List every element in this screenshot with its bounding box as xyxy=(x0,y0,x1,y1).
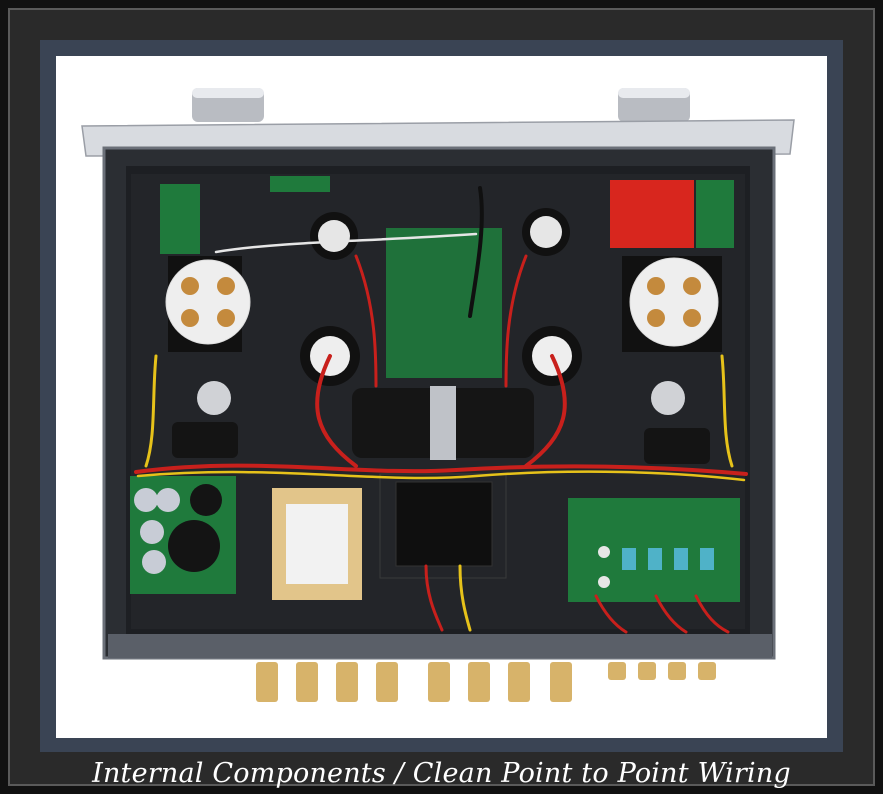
pcb-power-supply xyxy=(130,476,236,594)
volume-knob-right xyxy=(618,88,690,122)
rear-panel xyxy=(108,634,772,658)
volume-knob-left xyxy=(192,88,264,122)
rectifier-module xyxy=(395,481,493,567)
tube-socket-left xyxy=(165,256,251,352)
amplifier-illustration xyxy=(81,88,795,702)
pcb-center xyxy=(386,228,502,378)
main-capacitor xyxy=(352,386,534,460)
amplifier-photo xyxy=(56,56,827,738)
transformer xyxy=(272,488,362,600)
caption-text: Internal Components / Clean Point to Poi… xyxy=(92,758,791,789)
pcb-control-right xyxy=(568,498,740,602)
wiring xyxy=(134,186,748,634)
pcb-red-selector xyxy=(610,180,694,248)
rca-jacks xyxy=(256,662,716,702)
tube-socket-right xyxy=(622,256,722,352)
pcb-input-left xyxy=(160,184,200,254)
